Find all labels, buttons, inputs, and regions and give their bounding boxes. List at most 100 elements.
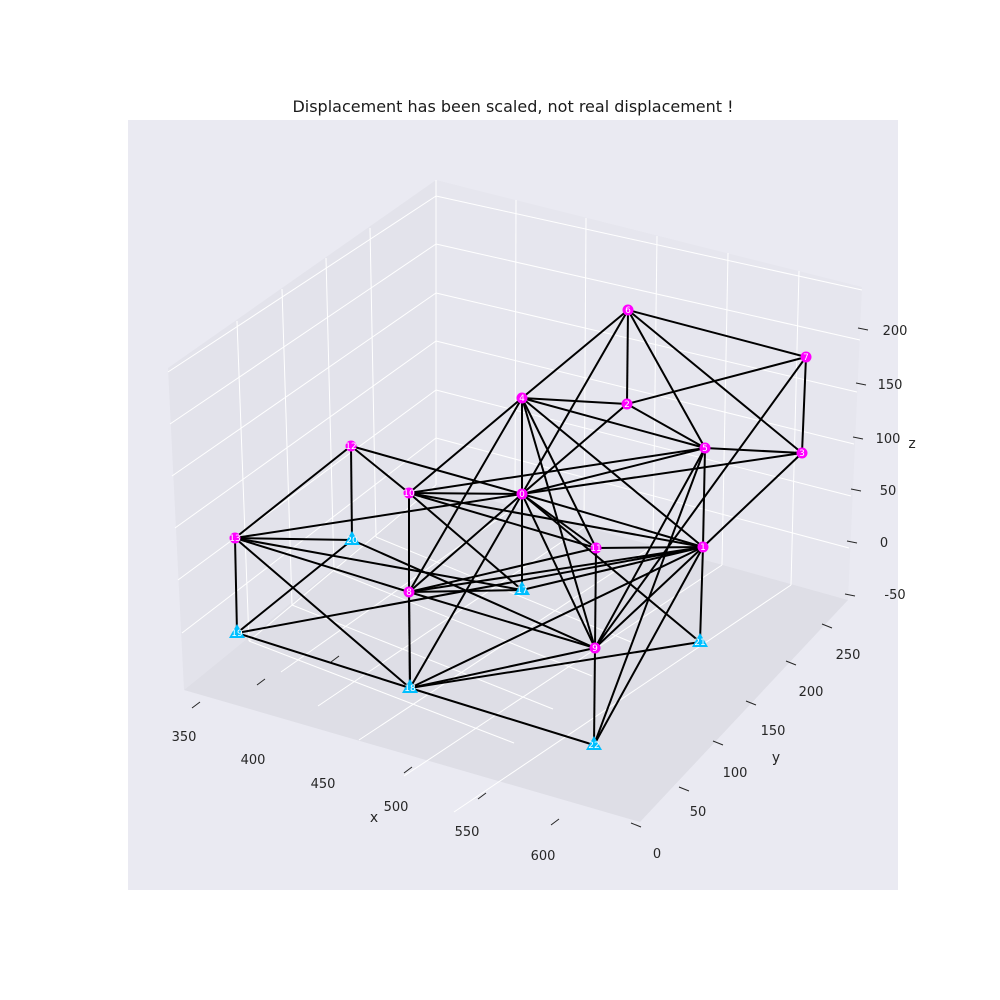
support-node-18 — [402, 679, 418, 693]
truss-member — [408, 447, 706, 494]
truss-member — [408, 591, 411, 689]
truss-member — [521, 447, 706, 495]
truss-member — [593, 546, 704, 746]
x-tick-label: 400 — [241, 753, 266, 768]
truss-member — [521, 397, 628, 405]
truss-member — [595, 546, 704, 549]
truss-member — [234, 493, 523, 539]
floor-pane — [184, 485, 848, 822]
free-node-label: 9 — [592, 644, 598, 654]
truss-member — [801, 356, 807, 454]
support-node-label: 22 — [588, 741, 599, 751]
free-node-3 — [796, 447, 808, 459]
free-node-5 — [699, 442, 711, 454]
truss-member — [408, 547, 597, 593]
truss-member — [350, 445, 353, 541]
y-axis-label: y — [772, 750, 780, 766]
y-tick-label: 0 — [653, 847, 661, 862]
truss-member — [409, 687, 595, 746]
free-node-label: 5 — [702, 444, 708, 454]
truss-member — [409, 641, 701, 689]
support-node-label: 21 — [694, 638, 705, 648]
truss-member — [408, 492, 523, 495]
support-node-17 — [514, 581, 530, 595]
truss-member — [521, 493, 704, 548]
truss-member — [627, 309, 807, 358]
x-tick-label: 500 — [384, 800, 409, 815]
free-node-9 — [589, 642, 601, 654]
z-tick-label: -50 — [884, 588, 905, 603]
free-node-label: 11 — [590, 544, 601, 554]
z-tick-label: 150 — [878, 378, 903, 393]
truss-member — [593, 647, 596, 746]
z-axis-label: z — [908, 436, 915, 452]
truss-member — [408, 397, 523, 494]
truss-member — [234, 537, 411, 689]
truss-member — [350, 445, 523, 495]
truss-member — [351, 539, 596, 649]
truss-member — [521, 397, 597, 549]
support-node-label: 20 — [346, 536, 358, 546]
free-node-2 — [621, 398, 633, 410]
truss-member — [521, 546, 704, 591]
truss-member — [699, 546, 704, 643]
support-node-22 — [586, 736, 602, 750]
support-node-label: 17 — [516, 586, 527, 596]
truss-member — [408, 397, 523, 593]
free-node-label: 7 — [803, 353, 809, 363]
truss-member — [626, 403, 706, 449]
free-node-13 — [229, 532, 241, 544]
truss-member — [236, 539, 353, 634]
y-tick-label: 200 — [799, 685, 824, 700]
free-node-label: 0 — [519, 490, 525, 500]
free-node-label: 2 — [624, 400, 630, 410]
back-pane-yz — [436, 180, 862, 600]
truss-member — [594, 356, 807, 649]
z-tick-label: 100 — [876, 432, 901, 447]
x-tick-label: 600 — [531, 849, 556, 864]
y-tick-label: 100 — [723, 766, 748, 781]
support-node-label: 18 — [404, 684, 416, 694]
free-node-label: 12 — [345, 442, 356, 452]
truss-members — [234, 309, 807, 746]
support-node-20 — [344, 531, 360, 545]
free-node-8 — [403, 586, 415, 598]
x-tick-label: 350 — [172, 730, 197, 745]
truss-member — [521, 309, 629, 399]
truss-member — [408, 546, 704, 593]
free-node-7 — [800, 351, 812, 363]
truss-member — [521, 403, 628, 495]
truss-member — [409, 546, 704, 689]
y-tick-label: 250 — [836, 648, 861, 663]
truss-member — [704, 447, 803, 454]
truss-member — [234, 537, 353, 541]
free-node-label: 8 — [406, 588, 412, 598]
free-node-label: 6 — [625, 306, 631, 316]
truss-member — [594, 546, 704, 649]
free-node-1 — [697, 541, 709, 553]
support-node-label: 19 — [231, 629, 243, 639]
truss-member — [521, 397, 596, 649]
truss-member — [702, 447, 706, 548]
truss-member — [236, 632, 411, 689]
free-node-label: 4 — [519, 394, 525, 404]
truss-member — [409, 647, 596, 689]
x-tick-label: 550 — [455, 825, 480, 840]
free-node-11 — [590, 542, 602, 554]
truss-member — [521, 397, 706, 449]
grid-lines — [167, 180, 863, 813]
truss-member — [236, 546, 704, 634]
free-node-label: 10 — [403, 489, 415, 499]
free-node-label: 13 — [229, 534, 240, 544]
y-tick-label: 150 — [761, 724, 786, 739]
truss-member — [626, 356, 807, 405]
free-node-12 — [345, 440, 357, 452]
truss-member — [408, 492, 597, 549]
z-tick-label: 200 — [883, 324, 908, 339]
free-node-0 — [516, 488, 528, 500]
z-tick-label: 0 — [880, 536, 888, 551]
truss-member — [350, 445, 410, 494]
free-node-10 — [403, 487, 415, 499]
